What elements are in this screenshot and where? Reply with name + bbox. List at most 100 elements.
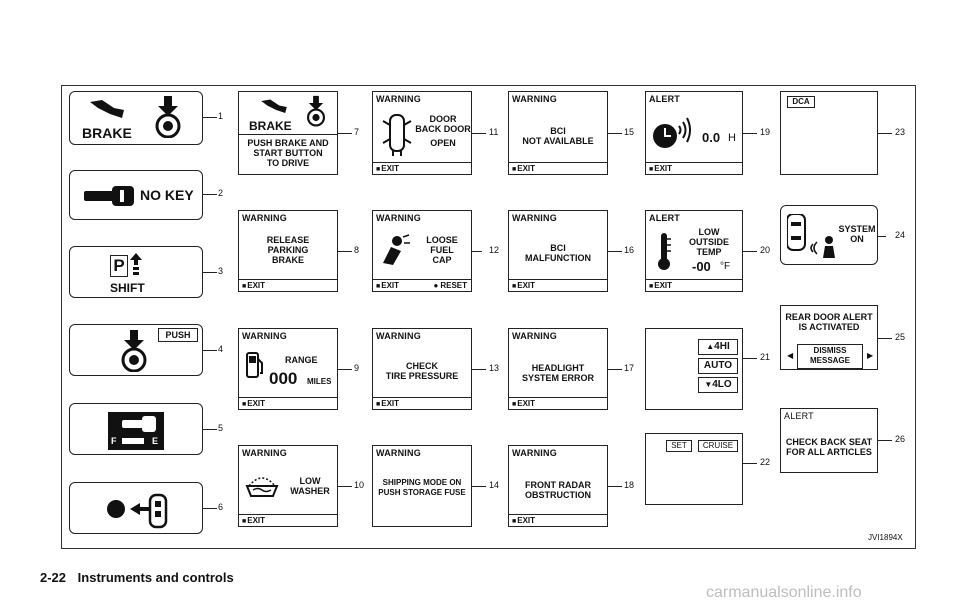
shipping-mode-message: SHIPPING MODE ON PUSH STORAGE FUSE: [378, 478, 466, 497]
shift-arrow-icon: [130, 253, 142, 275]
exit-label: EXIT: [242, 516, 265, 525]
panel-9-range: WARNING RANGE 000 MILES EXIT: [238, 328, 338, 410]
figure-frame: [61, 85, 916, 549]
loose-fuel-cap-message: LOOSE FUEL CAP: [426, 235, 458, 265]
exit-label: EXIT: [649, 164, 672, 173]
foot-press-icon: [90, 100, 124, 118]
exit-label: EXIT: [512, 516, 535, 525]
callout-14: 14: [489, 480, 500, 490]
callout-5: 5: [218, 423, 224, 433]
panel-3-shift: P SHIFT: [69, 246, 203, 298]
callout-9: 9: [354, 363, 360, 373]
timer-value: 0.0: [702, 130, 721, 145]
callout-19: 19: [760, 127, 771, 137]
mode-4lo: ▼4LO: [698, 377, 738, 393]
panel-8-parking-brake: WARNING RELEASE PARKING BRAKE EXIT: [238, 210, 338, 292]
key-fob-icon: [84, 186, 134, 206]
panel-12-fuel-cap: WARNING LOOSE FUEL CAP EXIT RESET: [372, 210, 472, 292]
panel-14-shipping-mode: WARNING SHIPPING MODE ON PUSH STORAGE FU…: [372, 445, 472, 527]
callout-20: 20: [760, 245, 771, 255]
page-number: 2-22: [40, 570, 67, 585]
brake-label: BRAKE: [82, 125, 132, 141]
alert-header: ALERT: [649, 213, 680, 223]
foot-press-icon: [261, 99, 287, 113]
callout-3: 3: [218, 266, 224, 276]
callout-13: 13: [489, 363, 500, 373]
panel-19-alert-timer: ALERT 0.0 H EXIT: [645, 91, 743, 175]
check-back-seat-message: CHECK BACK SEAT FOR ALL ARTICLES: [785, 437, 873, 457]
timer-unit: H: [728, 132, 736, 144]
panel-1-brake: BRAKE: [69, 91, 203, 145]
bci-not-available-message: BCI NOT AVAILABLE: [522, 126, 594, 146]
shift-label: SHIFT: [110, 281, 145, 295]
panel-24-system-on: SYSTEM ON: [780, 205, 878, 265]
door-back-door-message: DOOR BACK DOOR: [415, 114, 471, 134]
panel-2-no-key: NO KEY: [69, 170, 203, 220]
alert-header: ALERT: [649, 94, 680, 104]
fuel-pump-icon: [246, 352, 263, 378]
panel-15-bci-not-available: WARNING BCI NOT AVAILABLE EXIT: [508, 91, 608, 175]
callout-12: 12: [489, 245, 500, 255]
key-to-button-icon: [107, 493, 168, 529]
exit-label: EXIT: [242, 399, 265, 408]
panel-13-tire-pressure: WARNING CHECK TIRE PRESSURE EXIT: [372, 328, 472, 410]
warning-header: WARNING: [512, 448, 557, 458]
panel-4-push: PUSH: [69, 324, 203, 376]
callout-8: 8: [354, 245, 360, 255]
mode-auto: AUTO: [698, 358, 738, 374]
svg-text:F: F: [111, 436, 117, 446]
low-washer-message: LOW WASHER: [290, 476, 330, 496]
front-radar-obstruction-message: FRONT RADAR OBSTRUCTION: [525, 480, 591, 500]
figure-code: JVI1894X: [868, 533, 903, 542]
svg-text:E: E: [152, 436, 158, 446]
warning-header: WARNING: [376, 331, 421, 341]
exit-label: EXIT: [649, 281, 672, 290]
warning-header: WARNING: [512, 213, 557, 223]
range-label: RANGE: [285, 355, 318, 365]
callout-22: 22: [760, 457, 771, 467]
exit-label: EXIT: [376, 281, 399, 290]
panel-17-headlight-error: WARNING HEADLIGHT SYSTEM ERROR EXIT: [508, 328, 608, 410]
headlight-system-error-message: HEADLIGHT SYSTEM ERROR: [521, 363, 594, 383]
panel-23-dca: DCA: [780, 91, 878, 175]
push-tag: PUSH: [158, 328, 198, 342]
panel-6-key-touch: [69, 482, 203, 534]
warning-header: WARNING: [242, 448, 287, 458]
brake-title: BRAKE: [249, 119, 292, 133]
panel-5-key-battery: F E: [69, 403, 203, 455]
warning-header: WARNING: [242, 213, 287, 223]
exit-label: EXIT: [512, 281, 535, 290]
car-top-view-icon: [382, 114, 412, 156]
park-p-icon: P: [110, 255, 128, 277]
callout-26: 26: [895, 434, 906, 444]
callout-23: 23: [895, 127, 906, 137]
callout-2: 2: [218, 188, 224, 198]
rear-occupant-alert-icon: [787, 214, 835, 258]
panel-10-low-washer: WARNING LOW WASHER EXIT: [238, 445, 338, 527]
arrow-left-icon[interactable]: ◀: [787, 351, 794, 360]
panel-7-push-brake: BRAKE PUSH BRAKE AND START BUTTON TO DRI…: [238, 91, 338, 175]
washer-fluid-icon: [245, 477, 279, 497]
panel-11-door-open: WARNING DOOR BACK DOOR OPEN EXIT: [372, 91, 472, 175]
panel-20-low-temp: ALERT LOW OUTSIDE TEMP -00 °F EXIT: [645, 210, 743, 292]
panel-22-cruise: SET CRUISE: [645, 433, 743, 505]
bci-malfunction-message: BCI MALFUNCTION: [525, 243, 591, 263]
warning-header: WARNING: [376, 94, 421, 104]
panel-25-rear-door-alert: REAR DOOR ALERT IS ACTIVATED ◀ DISMISS M…: [780, 305, 878, 370]
callout-1: 1: [218, 111, 224, 121]
exit-label: EXIT: [512, 164, 535, 173]
door-open-message: OPEN: [430, 138, 456, 148]
alert-header: ALERT: [784, 411, 814, 421]
push-brake-message: PUSH BRAKE AND START BUTTON TO DRIVE: [247, 138, 329, 168]
warning-header: WARNING: [512, 331, 557, 341]
callout-17: 17: [624, 363, 635, 373]
dca-indicator: DCA: [787, 96, 815, 108]
exit-label: EXIT: [242, 281, 265, 290]
exit-label: EXIT: [376, 164, 399, 173]
callout-4: 4: [218, 344, 224, 354]
mode-4hi: ▲4HI: [698, 339, 738, 355]
callout-10: 10: [354, 480, 365, 490]
dismiss-message-button[interactable]: DISMISS MESSAGE: [797, 344, 863, 369]
arrow-right-icon[interactable]: ▶: [867, 351, 874, 360]
panel-16-bci-malfunction: WARNING BCI MALFUNCTION EXIT: [508, 210, 608, 292]
